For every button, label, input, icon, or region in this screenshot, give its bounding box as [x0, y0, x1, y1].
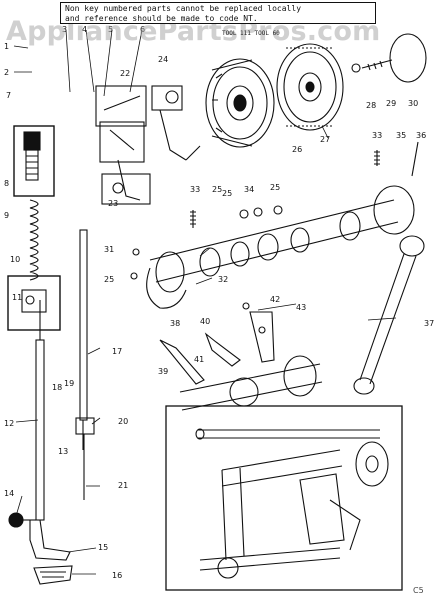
callout-15: 15 [98, 543, 108, 552]
callout-12: 12 [4, 419, 14, 428]
callout-33a: 33 [190, 185, 200, 194]
feed-lever-38 [159, 339, 205, 385]
callout-23: 23 [108, 199, 118, 208]
stop-motion-parts [351, 33, 427, 83]
callout-26: 26 [292, 145, 302, 154]
callout-4: 4 [82, 25, 87, 34]
arm-shaft-with-cams [146, 185, 415, 309]
feed-dog-16 [33, 565, 73, 585]
callout-24: 24 [158, 55, 168, 64]
callout-13: 13 [58, 447, 68, 456]
callout-1: 1 [4, 42, 9, 51]
notice-line-2: and reference should be made to code NT. [65, 14, 258, 23]
callout-8: 8 [4, 179, 9, 188]
callout-7: 7 [6, 91, 11, 100]
callout-30: 30 [408, 99, 418, 108]
callout-21: 21 [118, 481, 128, 490]
callout-36: 36 [416, 131, 426, 140]
presser-bar-12 [35, 300, 45, 521]
hand-wheel-26 [205, 58, 275, 148]
callout-25c: 25 [104, 275, 114, 284]
machine-frame-inset [165, 405, 403, 591]
callout-25a: 25 [212, 185, 222, 194]
callout-10: 10 [10, 255, 20, 264]
callout-42: 42 [270, 295, 280, 304]
bracket-43 [249, 311, 275, 363]
presser-bar-guide-box-10 [7, 275, 61, 331]
callout-14: 14 [4, 489, 14, 498]
page-code-label: C5 [413, 586, 424, 595]
callout-25d: 25 [222, 189, 232, 198]
callout-37: 37 [424, 319, 434, 328]
needle-bar-17 [79, 229, 88, 450]
callout-34: 34 [244, 185, 254, 194]
feed-lever-40 [204, 332, 241, 367]
callout-39: 39 [158, 367, 168, 376]
callout-20: 20 [118, 417, 128, 426]
presser-regulator-box-7 [13, 125, 55, 197]
callout-18: 18 [52, 383, 62, 392]
callout-43: 43 [296, 303, 306, 312]
belt-pulley-27 [276, 43, 344, 131]
take-up-lever-assembly [95, 85, 201, 205]
lower-shaft [179, 355, 323, 411]
callout-31: 31 [104, 245, 114, 254]
callout-33b: 33 [372, 131, 382, 140]
leader-lines [13, 29, 397, 575]
callout-labels: 1 2 3 4 5 6 7 8 9 10 11 12 13 14 15 16 1… [4, 25, 434, 580]
callout-28: 28 [366, 101, 376, 110]
callout-40: 40 [200, 317, 210, 326]
presser-foot-15 [29, 519, 71, 561]
callout-38: 38 [170, 319, 180, 328]
connecting-rod-37 [353, 235, 425, 395]
callout-41: 41 [194, 355, 204, 364]
callout-29: 29 [386, 99, 396, 108]
callout-17: 17 [112, 347, 122, 356]
callout-32: 32 [218, 275, 228, 284]
thumb-screw-14 [8, 512, 36, 528]
callout-3: 3 [62, 25, 67, 34]
callout-5: 5 [108, 25, 113, 34]
tool-code-label: TOOL 111 TOOL 60 [222, 30, 280, 37]
notice-line-1: Non key numbered parts cannot be replace… [65, 4, 302, 13]
callout-16: 16 [112, 571, 122, 580]
presser-spring-9 [29, 199, 39, 281]
callout-35: 35 [396, 131, 406, 140]
callout-11: 11 [12, 293, 22, 302]
callout-27: 27 [320, 135, 330, 144]
replacement-notice: Non key numbered parts cannot be replace… [60, 2, 376, 24]
needle-clamp-20 [75, 417, 95, 435]
small-springs [130, 141, 419, 310]
callout-19: 19 [64, 379, 74, 388]
callout-9: 9 [4, 211, 9, 220]
callout-2: 2 [4, 68, 9, 77]
callout-22: 22 [120, 69, 130, 78]
callout-25b: 25 [270, 183, 280, 192]
callout-6: 6 [140, 25, 145, 34]
